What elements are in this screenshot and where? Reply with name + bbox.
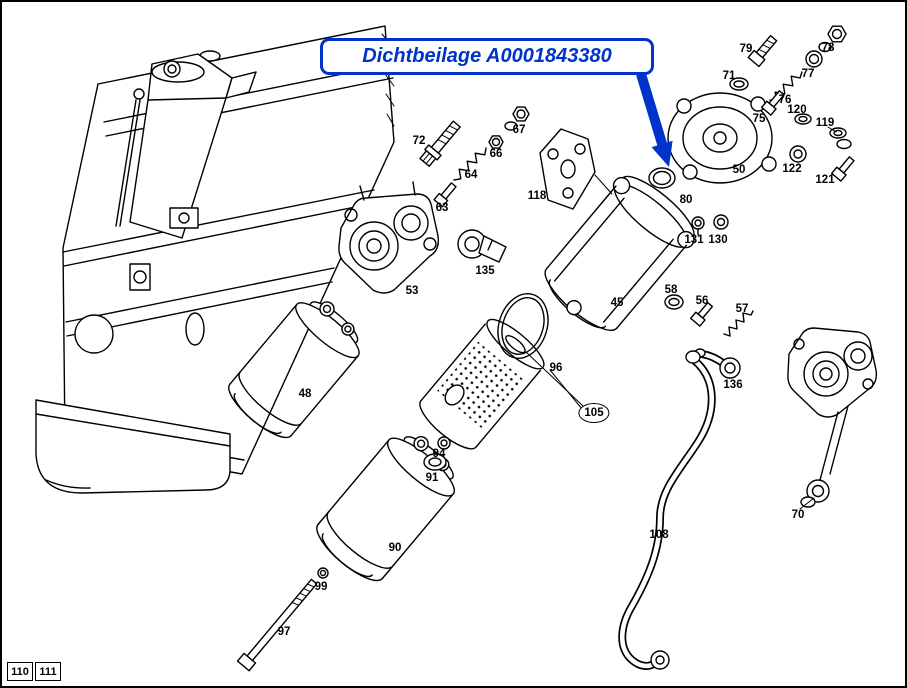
filter-housing-45 [544,175,695,331]
o-ring-77 [805,50,823,68]
washer-99 [317,567,329,579]
page-tab-110[interactable]: 110 [7,662,33,681]
plug-130 [713,214,729,230]
plug-78 [818,25,847,53]
sensor-135 [457,229,507,263]
washer-122 [789,145,807,163]
bolt-75 [760,90,785,116]
page-tabs: 110 111 [7,662,61,681]
seal-58 [664,294,684,310]
washers-119 [829,127,852,150]
bolt-63 [433,182,457,208]
nut-94 [437,436,451,450]
bolt-56 [689,301,714,327]
nut-66 [488,135,504,149]
washer-120 [794,113,812,125]
bolt-72 [419,120,461,167]
gasket-118 [539,128,596,210]
bolt-121 [830,156,855,182]
plug-67 [504,106,530,131]
filter-cartridge [419,318,545,450]
callout-arrow-icon [636,72,673,167]
leader-lines [525,126,837,510]
filter-bracket-53 [338,181,440,294]
filter-housing-48 [228,301,360,439]
callout-box: Dichtbeilage A0001843380 [320,38,654,75]
engine-block-art [35,25,395,494]
o-ring-96 [497,293,549,359]
spring-57 [723,310,754,337]
callout-label: Dichtbeilage A0001843380 [362,45,612,67]
washer-91 [423,453,447,471]
filter-cover-50 [667,92,777,184]
bolt-79 [747,34,778,68]
fitting-70 [800,479,830,508]
bracket-right [787,327,878,481]
page-tab-111[interactable]: 111 [35,662,61,681]
seal-ring-80 [648,167,676,189]
washer-71 [729,77,749,91]
plug-131 [691,216,705,236]
spring-64 [453,147,487,181]
hose-108 [618,350,716,670]
bolt-97 [236,578,318,672]
